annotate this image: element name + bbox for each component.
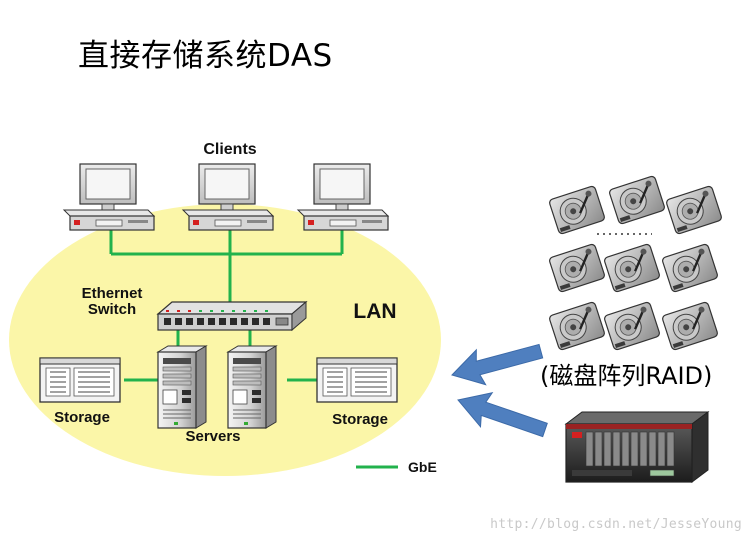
clients-label: Clients (203, 141, 256, 158)
raid-enclosure-icon (564, 411, 710, 483)
ethernet-switch-label-line1: Ethernet (82, 285, 143, 302)
arrow-icon (451, 382, 552, 448)
lan-area (9, 204, 441, 476)
ethernet-switch-icon (156, 300, 308, 332)
lan-label: LAN (353, 300, 396, 323)
client-computer-icon (182, 163, 274, 231)
client-computer-icon (63, 163, 155, 231)
client-computer-icon (297, 163, 389, 231)
hard-disk-icon (660, 242, 720, 294)
gbe-label: GbE (408, 459, 437, 475)
page-title: 直接存储系统DAS (78, 38, 333, 74)
hard-disk-icon (547, 300, 607, 352)
servers-label: Servers (185, 428, 240, 445)
ethernet-switch-label-line2: Switch (88, 301, 136, 318)
network-lines (109, 226, 398, 469)
storage-left-label: Storage (54, 409, 110, 426)
raid-label: (磁盘阵列RAID) (540, 362, 712, 390)
hard-disk-icon (602, 242, 662, 294)
hard-disk-icon (602, 300, 662, 352)
watermark: http://blog.csdn.net/JesseYoung (490, 517, 742, 532)
server-tower-icon (227, 345, 277, 429)
storage-right-label: Storage (332, 411, 388, 428)
storage-unit-icon (39, 357, 121, 403)
hard-disk-icon (664, 184, 724, 236)
arrow-icon (446, 333, 547, 393)
hard-disk-icon (547, 242, 607, 294)
hard-disk-icon (660, 300, 720, 352)
hard-disk-icon (607, 174, 667, 226)
disk-array (547, 174, 724, 352)
server-tower-icon (157, 345, 207, 429)
storage-unit-icon (316, 357, 398, 403)
hard-disk-icon (547, 184, 607, 236)
